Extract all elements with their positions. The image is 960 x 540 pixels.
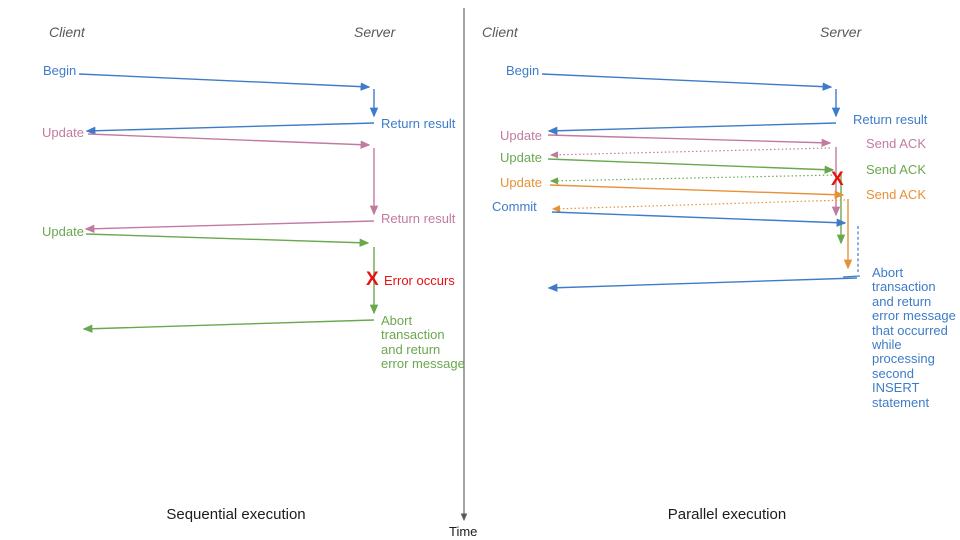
right-send-ack-2-label: Send ACK: [866, 162, 926, 177]
left-server-header: Server: [354, 24, 396, 40]
right-update-3-label: Update: [500, 175, 542, 190]
left-return-result-1-label: Return result: [381, 116, 456, 131]
right-update-3-request-arrow: [549, 184, 845, 199]
right-send-ack-3-dotted-arrow: [551, 199, 846, 213]
left-client-header: Client: [49, 24, 85, 40]
right-return-result-arrow: [547, 122, 837, 135]
right-return-result-label: Return result: [853, 112, 928, 127]
right-send-ack-3-label: Send ACK: [866, 187, 926, 202]
left-caption: Sequential execution: [166, 506, 306, 523]
right-caption: Parallel execution: [667, 506, 787, 523]
right-error-x-icon: X: [831, 169, 844, 190]
left-begin-label: Begin: [43, 63, 77, 78]
left-update-2-label: Update: [42, 224, 84, 239]
right-send-ack-1-label: Send ACK: [866, 136, 926, 151]
left-begin-request-arrow: [78, 73, 371, 91]
left-update-1-label: Update: [42, 125, 84, 140]
right-update-2-label: Update: [500, 150, 542, 165]
right-send-ack-2-dotted-arrow: [549, 174, 837, 185]
left-return-result-2-label: Return result: [381, 211, 456, 226]
right-begin-label: Begin: [506, 63, 540, 78]
left-return-result-2-arrow: [84, 220, 375, 233]
left-abort-return-arrow: [82, 319, 375, 333]
time-axis-label: Time: [449, 524, 478, 539]
right-update-1-label: Update: [500, 128, 542, 143]
right-update-1-request-arrow: [547, 134, 832, 147]
right-update-2-request-arrow: [547, 158, 835, 174]
right-send-ack-1-dotted-arrow: [549, 147, 831, 159]
right-commit-request-arrow: [551, 211, 847, 227]
left-update-1-request-arrow: [87, 133, 371, 149]
left-error-occurs-label: Error occurs: [384, 273, 455, 288]
right-commit-label: Commit: [492, 199, 537, 214]
left-update-2-request-arrow: [85, 233, 370, 247]
right-begin-request-arrow: [541, 73, 833, 91]
left-abort-note: Abort transaction and return error messa…: [381, 313, 465, 372]
right-abort-return-arrow: [547, 277, 858, 292]
right-client-header: Client: [482, 24, 518, 40]
right-server-header: Server: [820, 24, 862, 40]
right-abort-note: Abort transaction and return error messa…: [872, 265, 956, 410]
left-error-x-icon: X: [366, 269, 379, 290]
right-abort-origin-segment: [842, 275, 861, 278]
left-return-result-1-arrow: [85, 122, 375, 135]
